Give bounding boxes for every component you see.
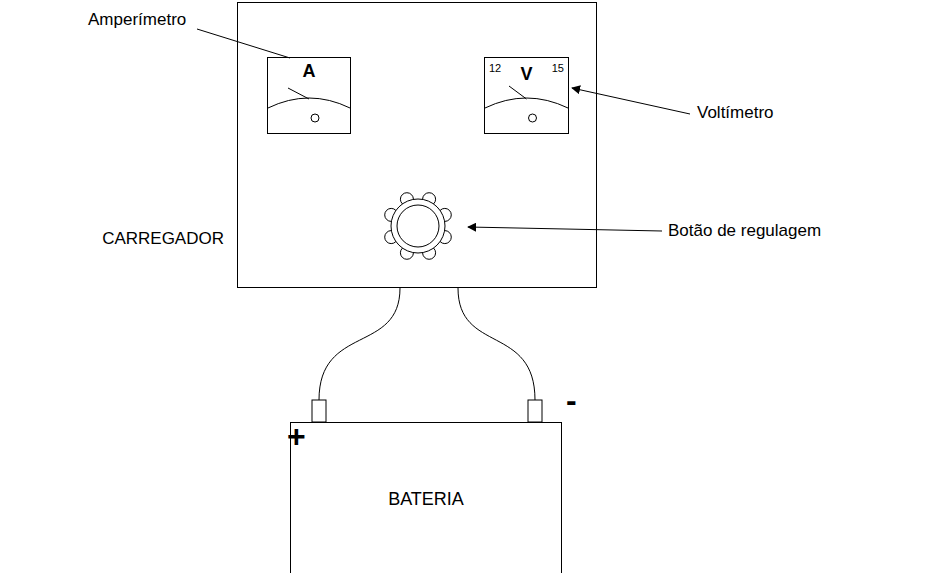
voltmeter: 12V15: [484, 57, 569, 134]
battery-box: BATERIA: [290, 422, 562, 573]
adjust-knob: [385, 193, 452, 260]
dial-arc: [268, 98, 350, 108]
scale-number: 15: [552, 62, 564, 75]
knob-cap: [397, 205, 439, 247]
dial-pivot: [529, 114, 537, 122]
battery-terminal: [312, 400, 326, 422]
leader-line: [572, 88, 690, 114]
charger-wire: [458, 288, 535, 400]
battery-label: BATERIA: [291, 489, 561, 510]
ammeter: A: [267, 57, 351, 134]
leader-line: [197, 29, 290, 58]
meter-needle: [509, 86, 527, 99]
callout-label: Voltímetro: [697, 103, 774, 123]
meter-symbol: A: [268, 61, 350, 82]
polarity-sign: +: [287, 420, 306, 452]
callout-label: Amperímetro: [88, 10, 186, 30]
callout-label: Botão de regulagem: [668, 221, 821, 241]
charger-label: CARREGADOR: [102, 229, 224, 249]
charger-box: CARREGADORA12V15: [237, 2, 597, 288]
dial-arc: [485, 98, 568, 108]
charger-wire: [319, 288, 400, 400]
scale-number: 12: [489, 62, 501, 75]
dial-pivot: [311, 114, 319, 122]
meter-needle: [288, 88, 309, 99]
polarity-sign: -: [566, 384, 577, 416]
leader-line: [468, 227, 662, 231]
battery-terminal: [528, 400, 542, 422]
knob-ring: [391, 199, 445, 253]
